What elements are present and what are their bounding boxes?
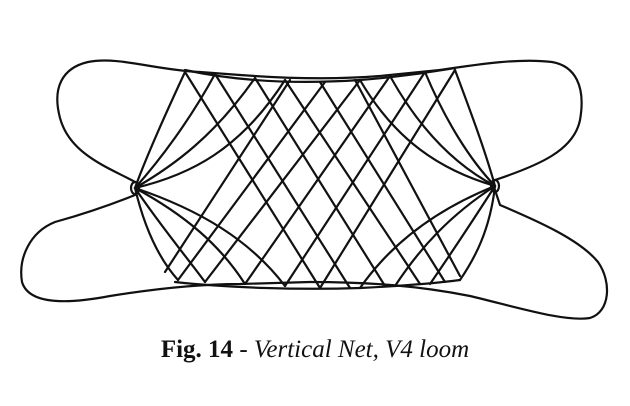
bottom-left-loop <box>20 193 312 303</box>
figure-caption: Fig. 14 - Vertical Net, V4 loom <box>0 336 630 364</box>
bottom-rail <box>173 278 462 290</box>
right-fan-strands <box>358 68 497 290</box>
top-left-loop <box>56 59 442 184</box>
figure-title: Vertical Net, V4 loom <box>253 336 470 363</box>
figure-label: Fig. 14 <box>160 336 234 363</box>
vertical-net-diagram <box>20 59 609 320</box>
bottom-right-loop <box>308 188 609 320</box>
net-cross-strands <box>163 68 462 290</box>
top-right-loop <box>438 59 583 182</box>
left-fan-strands <box>133 70 287 288</box>
caption-separator: - <box>233 336 254 363</box>
